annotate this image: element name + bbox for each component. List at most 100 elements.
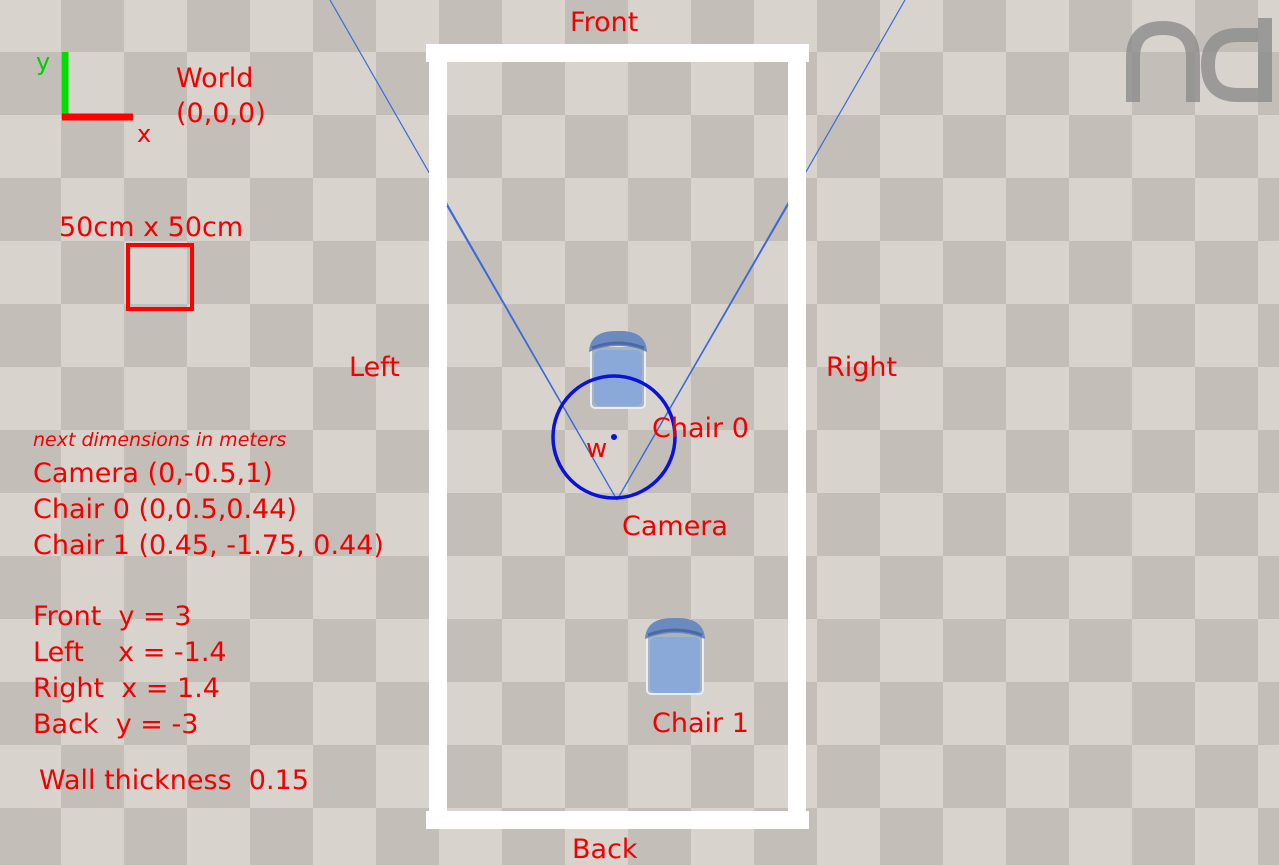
floor-tile <box>1132 808 1195 865</box>
floor-tile <box>817 556 880 619</box>
floor-tile <box>1132 430 1195 493</box>
floor-tile <box>1069 745 1132 808</box>
chair-1-label: Chair 1 <box>652 708 749 739</box>
floor-tile <box>124 619 187 682</box>
floor-tile <box>1258 304 1279 367</box>
floor-tile <box>1132 556 1195 619</box>
floor-tile <box>1069 0 1132 52</box>
floor-tile <box>1069 493 1132 556</box>
floor-tile <box>1195 241 1258 304</box>
floor-tile <box>0 682 61 745</box>
floor-tile <box>1006 178 1069 241</box>
floor-tile <box>1195 0 1258 52</box>
floor-tile <box>250 808 313 865</box>
floor-tile <box>439 430 502 493</box>
floor-tile <box>502 241 565 304</box>
floor-tile <box>124 241 187 304</box>
floor-tile <box>187 682 250 745</box>
floor-tile <box>1069 430 1132 493</box>
floor-tile <box>1006 808 1069 865</box>
floor-tile <box>376 115 439 178</box>
floor-tile <box>1258 52 1279 115</box>
floor-tile <box>439 682 502 745</box>
floor-tile <box>1195 808 1258 865</box>
floor-tile <box>187 115 250 178</box>
floor-tile <box>376 556 439 619</box>
floor-tile <box>1006 367 1069 430</box>
floor-tile <box>313 556 376 619</box>
world-title-line1: World <box>176 63 254 94</box>
floor-tile <box>313 808 376 865</box>
floor-tile <box>1132 619 1195 682</box>
note-wall-back: Back y = -3 <box>33 709 199 740</box>
floor-tile <box>1069 115 1132 178</box>
floor-tile <box>1132 178 1195 241</box>
floor-tile <box>628 241 691 304</box>
floor-tile <box>1132 745 1195 808</box>
camera-marker-label: w <box>586 434 608 464</box>
floor-tile <box>1069 619 1132 682</box>
floor-tile <box>565 52 628 115</box>
floor-tile <box>250 241 313 304</box>
floor-tile <box>1006 0 1069 52</box>
floor-tile <box>187 367 250 430</box>
floor-tile <box>880 52 943 115</box>
floor-tile <box>61 241 124 304</box>
floor-tile <box>187 178 250 241</box>
floor-tile <box>754 682 817 745</box>
floor-tile <box>313 745 376 808</box>
floor-tile <box>628 52 691 115</box>
floor-tile <box>61 745 124 808</box>
scale-box-label: 50cm x 50cm <box>59 212 244 243</box>
floor-tile <box>1132 52 1195 115</box>
floor-tile <box>880 115 943 178</box>
floor-tile <box>1006 682 1069 745</box>
floor-tile <box>502 745 565 808</box>
floor-tile <box>754 304 817 367</box>
floor-tile <box>0 556 61 619</box>
floor-tile <box>817 241 880 304</box>
wall-front-label: Front <box>570 7 639 38</box>
floor-tile <box>439 115 502 178</box>
floor-tile <box>1132 367 1195 430</box>
camera-label: Camera <box>622 511 728 542</box>
floor-tile <box>187 241 250 304</box>
floor-tile <box>817 178 880 241</box>
floor-tile <box>1195 556 1258 619</box>
floor-tile <box>502 0 565 52</box>
floor-tile <box>124 52 187 115</box>
floor-tile <box>502 52 565 115</box>
floor-tile <box>187 808 250 865</box>
floor-tile <box>1069 241 1132 304</box>
axis-x-label: x <box>137 120 152 148</box>
floor-tile <box>1258 241 1279 304</box>
world-title-line2: (0,0,0) <box>176 98 266 129</box>
floor-tile <box>565 619 628 682</box>
floor-tile <box>61 682 124 745</box>
floor-tile <box>0 493 61 556</box>
floor-tile <box>124 0 187 52</box>
floor-tile <box>250 304 313 367</box>
floor-tile <box>1132 304 1195 367</box>
floor-tile <box>754 115 817 178</box>
floor-tile <box>817 808 880 865</box>
floor-tile <box>754 241 817 304</box>
floor-tile <box>565 367 628 430</box>
floor-tile <box>691 115 754 178</box>
floor-tile <box>376 745 439 808</box>
floor-tile <box>187 745 250 808</box>
floor-tile <box>124 304 187 367</box>
floor-tile <box>313 241 376 304</box>
floor-tile <box>376 493 439 556</box>
floor-tile <box>502 619 565 682</box>
floor-tile <box>1195 52 1258 115</box>
floor-tile <box>754 367 817 430</box>
floor-tile <box>187 430 250 493</box>
floor-tile <box>502 430 565 493</box>
floor-tile <box>754 0 817 52</box>
floor-tile <box>880 430 943 493</box>
floor-tile <box>0 241 61 304</box>
floor-tile <box>439 493 502 556</box>
floor-tile <box>1195 367 1258 430</box>
floor-tile <box>943 745 1006 808</box>
